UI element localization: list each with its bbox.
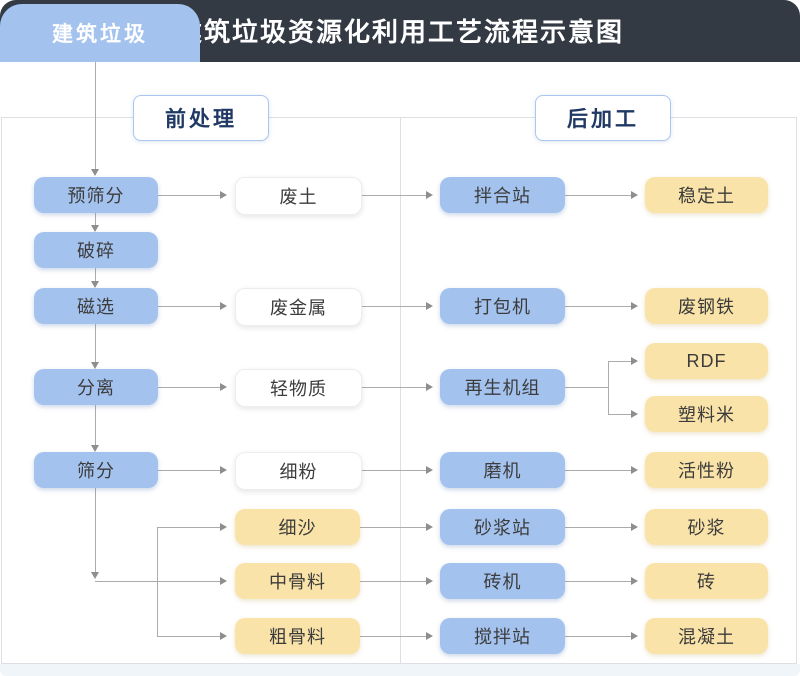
flow-arrow-right [426,466,433,474]
flow-line [565,581,631,582]
node-magnetic-separation: 磁选 [34,288,158,324]
flow-arrow-right [631,302,638,310]
flow-line [95,268,96,281]
node-mortar-station: 砂浆站 [440,509,565,545]
flow-arrow-down [91,362,99,369]
flow-arrow-right [631,523,638,531]
tab-construction-waste: 建筑垃圾 [0,4,200,62]
flow-line [95,488,96,572]
flow-arrow-right [426,302,433,310]
flow-arrow-right [631,577,638,585]
flow-arrow-right [220,577,227,585]
node-light-material: 轻物质 [235,369,362,407]
section-post-processing: 后加工 [535,95,671,141]
flow-arrow-down [91,445,99,452]
flow-line [360,581,426,582]
flow-arrow-right [220,466,227,474]
flow-line [565,306,631,307]
flow-line [608,414,631,415]
section-pre-processing: 前处理 [133,95,269,141]
flow-line [95,62,96,169]
node-crushing: 破碎 [34,232,158,268]
flow-line [360,195,426,196]
node-fine-powder: 细粉 [235,452,362,490]
node-scrap-steel: 废钢铁 [645,288,768,324]
node-medium-aggregate: 中骨料 [235,563,360,599]
flow-line [158,470,220,471]
flow-line [95,405,96,445]
flow-line [360,636,426,637]
flow-line [360,306,426,307]
flow-line [608,361,631,362]
flow-line [158,195,220,196]
flow-arrow-right [631,632,638,640]
node-waste-metal: 废金属 [235,288,362,326]
node-rdf: RDF [645,343,768,379]
flow-line [565,195,631,196]
node-brick: 砖 [645,563,768,599]
node-separation: 分离 [34,369,158,405]
node-stabilized-soil: 稳定土 [645,177,768,213]
panel-divider [400,117,401,663]
flow-line [158,387,220,388]
flow-arrow-right [631,410,638,418]
node-concrete: 混凝土 [645,618,768,654]
flow-arrow-right [426,383,433,391]
flow-arrow-down [91,572,99,579]
flow-arrow-right [220,191,227,199]
flow-line [157,527,158,636]
flow-line [95,213,96,226]
flow-line [360,470,426,471]
footer-strip [0,664,800,676]
flow-arrow-right [426,577,433,585]
flow-line [157,527,220,528]
flow-line [157,636,220,637]
flow-line [608,361,609,415]
node-mixing-station: 拌合站 [440,177,565,213]
node-pre-screening: 预筛分 [34,177,158,213]
flow-arrow-right [426,523,433,531]
node-plastic-pellets: 塑料米 [645,396,768,432]
flow-arrow-right [220,632,227,640]
flow-line [565,387,608,388]
page-title: 建筑垃圾资源化利用工艺流程示意图 [175,17,624,47]
node-fine-sand: 细沙 [235,509,360,545]
node-active-powder: 活性粉 [645,452,768,488]
node-stirring-station: 搅拌站 [440,618,565,654]
node-coarse-aggregate: 粗骨料 [235,618,360,654]
flow-arrow-right [426,632,433,640]
flow-line [158,306,220,307]
flow-arrow-right [220,302,227,310]
flow-line [360,527,426,528]
node-grinding-mill: 磨机 [440,452,565,488]
flow-arrow-right [631,357,638,365]
flow-arrow-down [91,281,99,288]
node-waste-soil: 废土 [235,177,362,215]
flow-arrow-right [631,191,638,199]
flow-arrow-right [220,523,227,531]
flow-line [565,470,631,471]
node-screening: 筛分 [34,452,158,488]
flow-arrow-down [91,169,99,176]
flow-line [360,387,426,388]
node-mortar: 砂浆 [645,509,768,545]
flow-arrow-right [631,466,638,474]
flow-arrow-right [220,383,227,391]
node-regeneration-unit: 再生机组 [440,369,565,405]
flow-arrow-right [426,191,433,199]
flow-arrow-down [91,225,99,232]
flow-line [95,324,96,362]
flow-line [565,527,631,528]
node-baling-machine: 打包机 [440,288,565,324]
node-brick-machine: 砖机 [440,563,565,599]
flow-line [565,636,631,637]
